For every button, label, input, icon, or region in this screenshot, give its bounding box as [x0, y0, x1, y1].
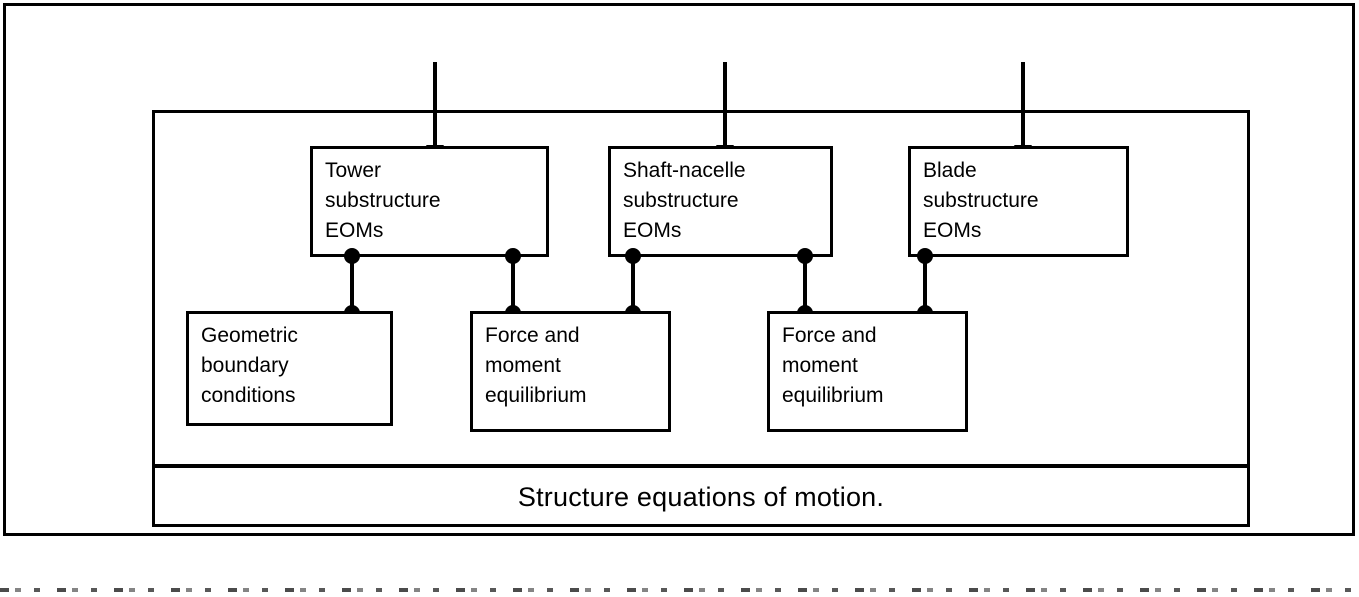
- node-line: moment: [782, 354, 858, 377]
- caption-divider: [152, 464, 1250, 468]
- connector-shaft-nacelle-to-force-1: [625, 248, 641, 321]
- node-line: boundary: [201, 354, 289, 377]
- connector-blade-to-force-2: [917, 248, 933, 321]
- connector-dot-icon: [344, 248, 360, 264]
- node-line: equilibrium: [782, 384, 884, 407]
- connector-dot-icon: [505, 248, 521, 264]
- tower-input-arrow-icon: [426, 62, 444, 160]
- connector-dot-icon: [917, 248, 933, 264]
- connector-dot-icon: [625, 248, 641, 264]
- caption-band: Structure equations of motion.: [152, 468, 1250, 527]
- node-line: Geometric: [201, 324, 298, 347]
- node-force-and-moment-equilibrium-1[interactable]: Force and moment equilibrium: [470, 311, 671, 432]
- node-line: Tower: [325, 159, 382, 182]
- connector-tower-to-geometric: [344, 248, 360, 321]
- node-line: Force and: [782, 324, 877, 347]
- node-line: substructure: [325, 189, 441, 212]
- node-line: conditions: [201, 384, 296, 407]
- node-line: substructure: [923, 189, 1039, 212]
- node-line: moment: [485, 354, 561, 377]
- node-line: Shaft-nacelle: [623, 159, 746, 182]
- connector-shaft-nacelle-to-force-2: [797, 248, 813, 321]
- shaft-nacelle-input-arrow-icon: [716, 62, 734, 160]
- node-line: equilibrium: [485, 384, 587, 407]
- node-geometric-boundary-conditions[interactable]: Geometric boundary conditions: [186, 311, 393, 426]
- connector-tower-to-force-1: [505, 248, 521, 321]
- node-line: Force and: [485, 324, 580, 347]
- connector-dot-icon: [797, 248, 813, 264]
- node-force-and-moment-equilibrium-2[interactable]: Force and moment equilibrium: [767, 311, 968, 432]
- scan-artifact-strip: [0, 588, 1359, 592]
- blade-input-arrow-icon: [1014, 62, 1032, 160]
- node-line: Blade: [923, 159, 977, 182]
- outer-figure-frame: [3, 3, 1355, 536]
- node-shaft-nacelle-substructure-eoms[interactable]: Shaft-nacelle substructure EOMs: [608, 146, 833, 257]
- node-tower-substructure-eoms[interactable]: Tower substructure EOMs: [310, 146, 549, 257]
- node-blade-substructure-eoms[interactable]: Blade substructure EOMs: [908, 146, 1129, 257]
- node-line: substructure: [623, 189, 739, 212]
- node-line: EOMs: [623, 219, 682, 242]
- structure-group-frame: [152, 110, 1250, 527]
- node-line: EOMs: [325, 219, 384, 242]
- figure-caption: Structure equations of motion.: [517, 482, 885, 512]
- node-line: EOMs: [923, 219, 982, 242]
